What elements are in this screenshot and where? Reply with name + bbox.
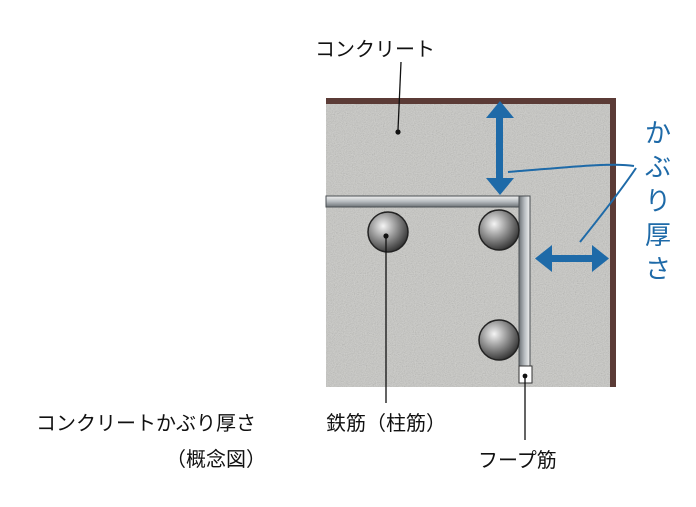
cover-char: 厚: [645, 221, 671, 251]
cover-char: さ: [645, 255, 671, 285]
caption-subtitle: （概念図）: [166, 447, 266, 471]
cover-char: り: [645, 187, 671, 217]
hoop-leader: [522, 373, 528, 440]
cover-arrow-vertical: [486, 101, 514, 195]
rebar-leader: [383, 233, 389, 403]
rebar-label: 鉄筋（柱筋）: [326, 411, 446, 435]
rebar-circle: [367, 211, 409, 253]
caption-title: コンクリートかぶり厚さ: [36, 411, 256, 435]
cover-thickness-label: か ぶ り 厚 さ: [645, 119, 671, 285]
concrete-leader: [395, 61, 402, 135]
rebar-circle: [478, 209, 520, 251]
cover-arrow-horizontal: [535, 245, 609, 272]
cover-char: か: [645, 119, 671, 149]
rebar-group: [367, 209, 520, 361]
cover-char: ぶ: [645, 153, 671, 183]
hoop-label: フープ筋: [478, 448, 557, 472]
concrete-block: [326, 98, 616, 387]
cover-leader-lines: [507, 163, 637, 243]
concrete-label: コンクリート: [315, 37, 435, 61]
rebar-circle: [478, 319, 520, 361]
